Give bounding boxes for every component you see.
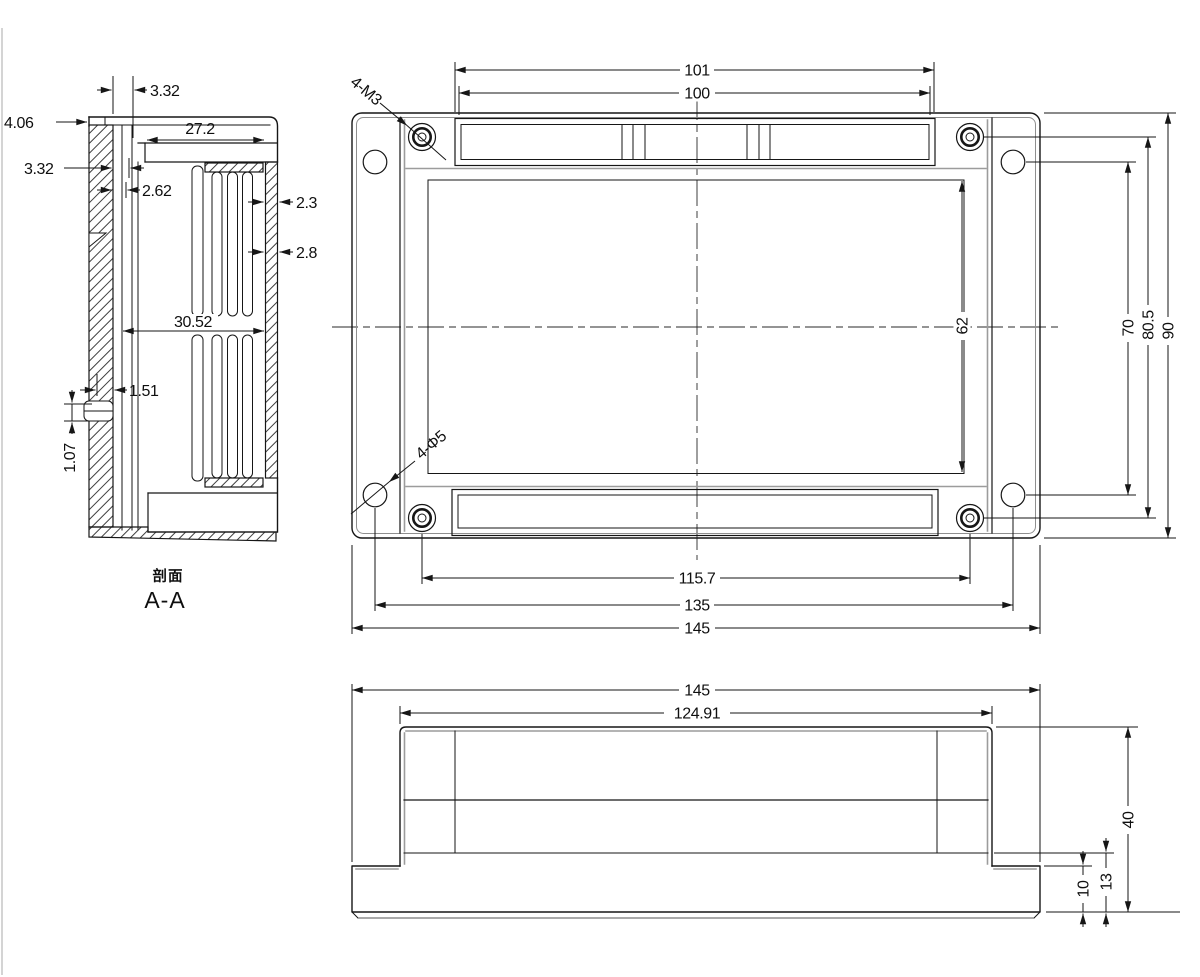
screw-bosses — [407, 122, 985, 533]
dim-text-top-opening: 27.2 — [185, 121, 215, 138]
dim-text-right-wall-upper: 2.3 — [296, 195, 318, 212]
top-slot-dividers — [621, 124, 771, 160]
dim-section-top-lip: 4.06 — [4, 115, 87, 132]
dim-front-overall-width: 145 — [351, 681, 1041, 862]
dim-text-holes-vertical: 70 — [1121, 319, 1138, 336]
dim-text-rail-hook: 1.51 — [129, 383, 159, 400]
dim-text-slot-inner: 100 — [684, 86, 710, 103]
label-bosses: 4-M3 — [347, 74, 447, 161]
dim-section-top-gap: 3.32 — [97, 76, 180, 138]
dim-front-body-width: 124.91 — [399, 704, 993, 724]
label-holes: 4-Φ5 — [350, 428, 451, 515]
front-view-outline — [351, 726, 1041, 919]
plan-view-outline — [351, 112, 1041, 539]
dim-text-slot-outer: 101 — [684, 63, 710, 80]
label-text-holes: 4-Φ5 — [413, 428, 451, 463]
dim-text-rail-hook-height: 1.07 — [62, 443, 79, 473]
dim-plan-cavity-height: 62 — [953, 181, 972, 472]
front-view: 145 124.91 40 13 — [351, 681, 1180, 927]
dim-section-right-wall-lower: 2.8 — [248, 245, 318, 262]
mounting-holes — [362, 149, 1026, 508]
dim-text-inner-width: 30.52 — [174, 314, 213, 331]
label-text-bosses: 4-M3 — [347, 74, 385, 110]
dim-plan-overall-width: 145 — [351, 545, 1041, 638]
dim-plan-holes-horizontal: 135 — [374, 508, 1014, 615]
dim-section-rail-hook: 1.51 — [80, 374, 159, 400]
dim-text-overall-height: 90 — [1161, 322, 1178, 339]
dim-section-right-wall-upper: 2.3 — [248, 195, 318, 212]
dim-front-floor-height: 13 — [994, 838, 1116, 927]
dim-text-bosses-vertical: 80.5 — [1141, 310, 1158, 340]
dim-text-right-wall-lower: 2.8 — [296, 245, 318, 262]
dim-text-top-gap: 3.32 — [150, 83, 180, 100]
dim-section-left-wall: 3.32 — [24, 158, 144, 178]
dim-text-bosses-horizontal: 115.7 — [679, 571, 716, 588]
dim-section-rail-hook-height: 1.07 — [62, 390, 92, 473]
dim-section-top-opening: 27.2 — [147, 121, 264, 144]
dim-front-overall-height: 40 — [996, 726, 1180, 913]
dim-text-left-wall: 3.32 — [24, 161, 54, 178]
plan-view: 4-M3 4-Φ5 101 100 — [332, 61, 1178, 638]
dim-section-inner-width: 30.52 — [123, 314, 264, 335]
dim-plan-slot-inner: 100 — [458, 84, 931, 115]
dim-front-flange-height: 10 — [1044, 851, 1093, 927]
dim-plan-bosses-horizontal: 115.7 — [421, 534, 971, 588]
section-view: 3.32 4.06 3.32 2.62 27.2 — [4, 76, 318, 613]
dim-plan-bosses-vertical: 80.5 — [984, 136, 1158, 519]
dim-plan-holes-vertical: 70 — [1026, 161, 1138, 496]
dim-text-left-rib: 2.62 — [142, 183, 172, 200]
dim-text-overall-width: 145 — [684, 621, 710, 638]
dim-section-left-rib: 2.62 — [97, 182, 172, 200]
dim-text-front-floor-height: 13 — [1099, 873, 1116, 890]
dim-text-front-flange-height: 10 — [1076, 880, 1093, 897]
section-caption: A-A — [144, 587, 185, 613]
dim-text-front-overall-height: 40 — [1121, 811, 1138, 828]
dim-text-front-body-width: 124.91 — [674, 706, 721, 723]
dim-plan-slot-outer: 101 — [454, 61, 935, 112]
dim-plan-overall-height: 90 — [1044, 112, 1178, 539]
dim-text-cavity-height: 62 — [955, 317, 972, 334]
dim-text-holes-horizontal: 135 — [684, 598, 710, 615]
section-caption-cn: 剖面 — [153, 567, 184, 585]
dim-text-front-overall-width: 145 — [684, 683, 710, 700]
dim-text-top-lip: 4.06 — [4, 115, 34, 132]
